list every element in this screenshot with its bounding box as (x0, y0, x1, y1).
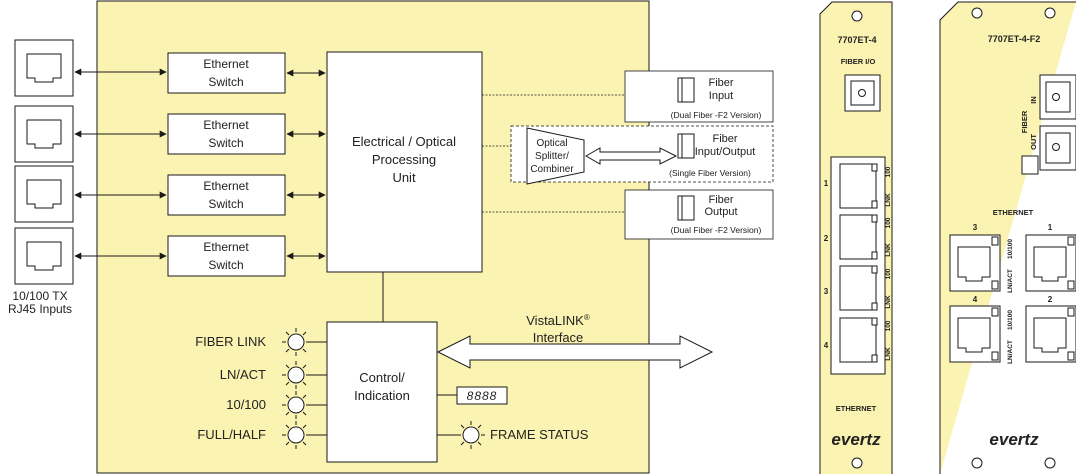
switch-label-line1: Ethernet (203, 240, 249, 254)
rj45-port (839, 214, 877, 260)
switch-label-line2: Switch (208, 258, 243, 272)
rj45-jack (14, 105, 74, 163)
side-label-100: 100 (885, 320, 892, 331)
fiber-note: (Dual Fiber -F2 Version) (671, 225, 762, 235)
rj45-port (839, 317, 877, 363)
seven-segment-display: 8888 (437, 386, 508, 405)
panel-ethernet-label: ETHERNET (836, 404, 877, 413)
led-ln-act: LN/ACT (220, 361, 327, 389)
rj45-port (839, 163, 877, 209)
side-label-speed: 10/100 (1007, 310, 1014, 330)
fiber-indicator (1021, 155, 1039, 175)
fiber-output-box (624, 189, 774, 240)
fiber-connector-icon (677, 133, 695, 159)
panel-ethernet-label: ETHERNET (993, 208, 1034, 217)
processing-label-line2: Processing (372, 152, 436, 167)
splitter-label-line1: Optical (536, 138, 567, 149)
fiber-label-line2: Output (704, 206, 737, 218)
side-label-100: 100 (885, 217, 892, 228)
fiber-label-line2: Input (709, 90, 733, 102)
rear-panel-7707et-4: 7707ET-4 FIBER I/O 1 2 3 4 100 LNK 100 L… (819, 1, 893, 474)
splitter-label-line3: Combiner (530, 164, 574, 175)
switch-label-line1: Ethernet (203, 57, 249, 71)
control-label-line2: Indication (354, 388, 410, 403)
fiber-label-line1: Fiber (708, 194, 733, 206)
fiber-input-box (624, 70, 774, 123)
side-label-lnk: LNK (885, 193, 892, 207)
brand-logo: evertz (831, 430, 881, 449)
fiber-note: (Single Fiber Version) (669, 168, 751, 178)
splitter-fiber-arrow (584, 147, 678, 165)
switch-label-line1: Ethernet (203, 179, 249, 193)
fiber-label-line2: Input/Output (695, 146, 756, 158)
side-label-lnk: LNK (885, 347, 892, 361)
fiber-label-line1: Fiber (708, 77, 733, 89)
switch-label-line2: Switch (208, 75, 243, 89)
vistalink-label-line2: Interface (533, 330, 584, 345)
fiber-note: (Dual Fiber -F2 Version) (671, 110, 762, 120)
processing-unit-box (326, 51, 483, 273)
led-label: FULL/HALF (197, 427, 266, 442)
brand-logo: evertz (989, 430, 1039, 449)
splitter-label-line2: Splitter/ (535, 151, 569, 162)
led-label: LN/ACT (220, 367, 266, 382)
control-indication-box (326, 321, 438, 463)
side-label-100: 100 (885, 268, 892, 279)
fiber-vertical-label: FIBER (1020, 110, 1029, 133)
port-number: 4 (973, 295, 978, 304)
ethernet-switch-box (167, 52, 286, 94)
led-fiber-link: FIBER LINK (195, 328, 327, 356)
vistalink-label: VistaLINK® (526, 313, 590, 328)
fiber-connector-icon (677, 195, 695, 221)
rj45-caption-line2: RJ45 Inputs (8, 302, 72, 316)
ethernet-switch-box (167, 235, 286, 277)
panel-model: 7707ET-4-F2 (988, 34, 1041, 44)
port-number: 1 (824, 179, 829, 188)
port-number: 2 (1048, 295, 1053, 304)
led-duplex: FULL/HALF (197, 421, 327, 449)
fiber-in-label: IN (1029, 96, 1038, 104)
switch-label-line2: Switch (208, 197, 243, 211)
port-number: 4 (824, 341, 829, 350)
processing-label-line1: Electrical / Optical (352, 134, 456, 149)
led-label: FIBER LINK (195, 334, 266, 349)
panel-fiber-label: FIBER I/O (841, 57, 876, 66)
port-number: 1 (1048, 223, 1053, 232)
led-speed: 10/100 (226, 391, 327, 419)
side-label-100: 100 (885, 166, 892, 177)
fiber-out-label: OUT (1029, 134, 1038, 150)
fiber-label-line1: Fiber (712, 133, 737, 145)
control-label-line1: Control/ (359, 370, 405, 385)
ethernet-switch-box (167, 174, 286, 216)
side-label-speed: 10/100 (1007, 239, 1014, 259)
port-number: 2 (824, 234, 829, 243)
ethernet-switch-box (167, 113, 286, 155)
switch-label-line2: Switch (208, 136, 243, 150)
rj45-jack (14, 227, 74, 285)
display-value: 8888 (467, 389, 498, 403)
port-number: 3 (973, 223, 978, 232)
port-number: 3 (824, 287, 829, 296)
led-label: 10/100 (226, 397, 266, 412)
side-label-lnk: LNK (885, 243, 892, 257)
led-label: FRAME STATUS (490, 427, 589, 442)
side-label-lnact: LN/ACT (1007, 340, 1014, 364)
vistalink-arrow (436, 335, 714, 369)
led-frame-status: FRAME STATUS (437, 421, 589, 449)
rj45-port (839, 265, 877, 311)
rear-panel-7707et-4-f2: 7707ET-4-F2 IN FIBER OUT ETHERNET 3 1 4 … (939, 1, 1076, 474)
rj45-caption-line1: 10/100 TX (12, 289, 67, 303)
fiber-connector-icon (677, 77, 695, 103)
panel-model: 7707ET-4 (837, 35, 876, 45)
rj45-jack (14, 39, 74, 97)
processing-label-line3: Unit (392, 170, 416, 185)
side-label-lnk: LNK (885, 295, 892, 309)
side-label-lnact: LN/ACT (1007, 269, 1014, 293)
optical-splitter-box (526, 127, 585, 185)
rj45-jack (14, 165, 74, 223)
switch-label-line1: Ethernet (203, 118, 249, 132)
